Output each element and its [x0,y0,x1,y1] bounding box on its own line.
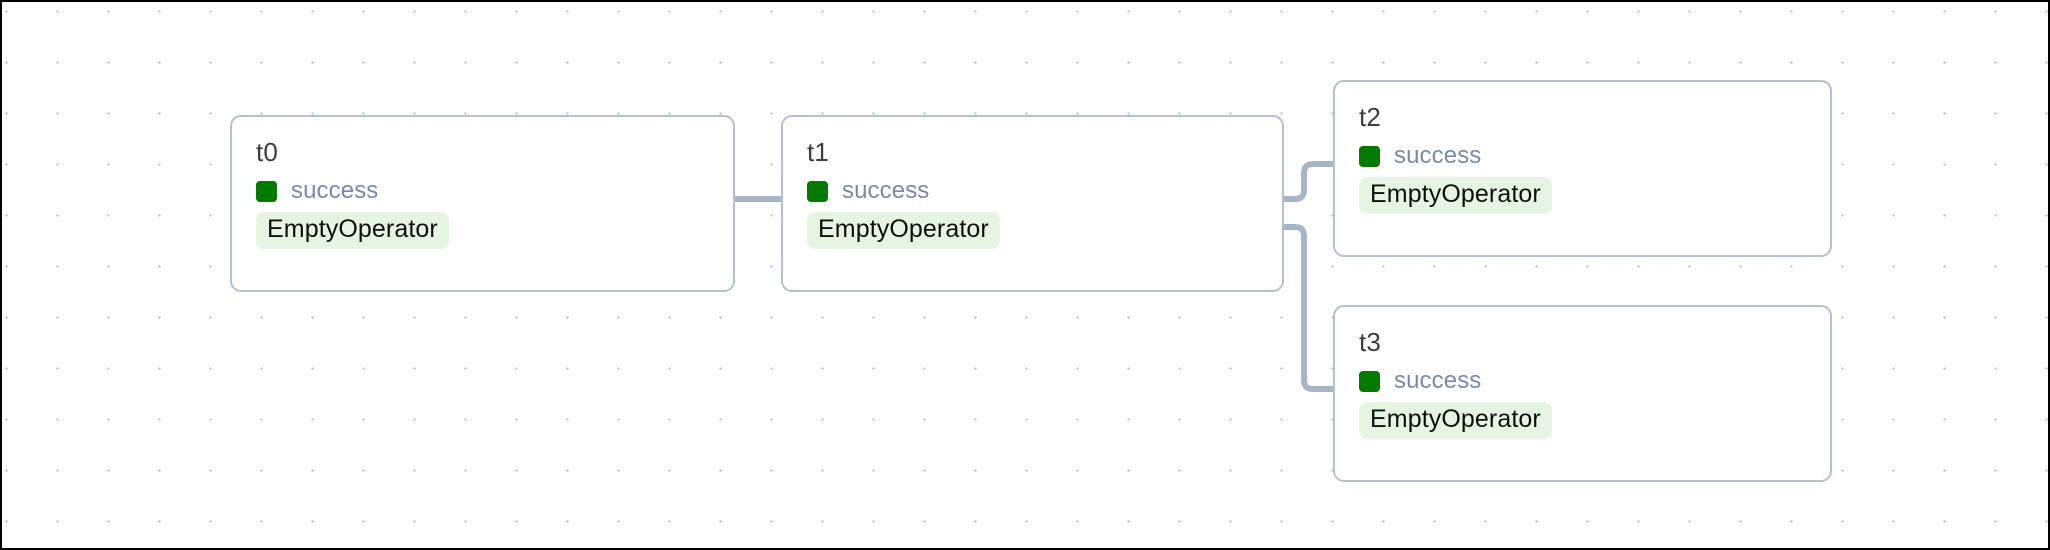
task-node-title: t3 [1359,327,1382,357]
task-status-row: success [1359,144,1481,168]
task-status-label: success [291,177,379,205]
task-node-t1[interactable]: t1 success EmptyOperator [781,115,1284,292]
task-node-t2[interactable]: t2 success EmptyOperator [1333,80,1832,257]
operator-type-badge: EmptyOperator [1359,402,1552,440]
status-success-icon [256,180,277,202]
status-success-icon [807,180,828,202]
task-node-title: t1 [807,137,830,167]
task-node-title: t2 [1359,102,1382,132]
status-success-icon [1359,370,1380,392]
task-status-label: success [1394,142,1482,170]
edge-t1-t2 [1281,161,1336,202]
task-status-row: success [807,179,929,203]
status-success-icon [1359,145,1380,167]
operator-type-badge: EmptyOperator [256,212,449,250]
edge-t1-t3 [1281,224,1336,392]
task-node-t0[interactable]: t0 success EmptyOperator [230,115,735,292]
task-status-label: success [842,177,930,205]
task-node-title: t0 [256,137,279,167]
task-status-row: success [1359,369,1481,393]
operator-type-badge: EmptyOperator [1359,177,1552,215]
operator-type-badge: EmptyOperator [807,212,1000,250]
task-node-t3[interactable]: t3 success EmptyOperator [1333,305,1832,482]
task-status-row: success [256,179,378,203]
task-status-label: success [1394,367,1482,395]
